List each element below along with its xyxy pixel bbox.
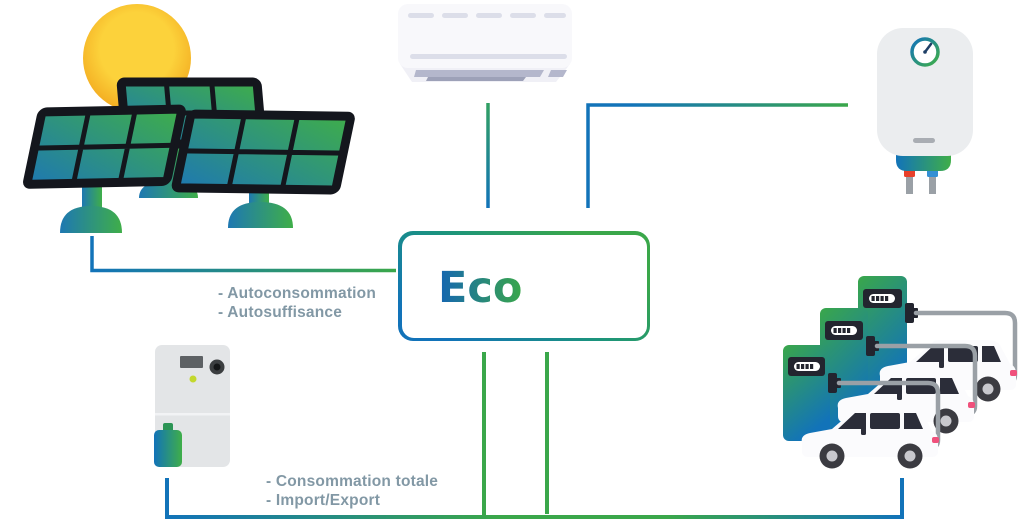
meter-led bbox=[189, 375, 197, 383]
eco-hub-title-art: Eco bbox=[438, 263, 522, 313]
bottom-bus-line bbox=[165, 478, 904, 519]
water-heater-icon bbox=[877, 28, 973, 194]
legend-line-import-export: - Import/Export bbox=[266, 491, 381, 509]
electric-meter-icon bbox=[154, 345, 230, 467]
connection-lines bbox=[90, 103, 904, 519]
eco-hub-box-inner: Eco bbox=[401, 234, 647, 338]
legend-line-autosuffisance: - Autosuffisance bbox=[218, 303, 343, 321]
solar-panels-icon bbox=[23, 4, 355, 233]
legend-line-autoconsommation: - Autoconsommation bbox=[218, 285, 377, 302]
air-conditioner-icon bbox=[398, 4, 572, 82]
water-heater-to-hub-line bbox=[586, 103, 848, 208]
meter-display bbox=[180, 356, 203, 368]
legend-line-consommation-totale: - Consommation totale bbox=[266, 473, 439, 490]
eco-hub-title: Eco bbox=[438, 263, 522, 313]
battery-icon bbox=[154, 430, 182, 467]
consumption-legend: - Consommation totale - Import/Export bbox=[266, 473, 438, 510]
production-legend: - Autoconsommation - Autosuffisance bbox=[218, 285, 376, 322]
solar-to-hub-line bbox=[90, 236, 396, 273]
ev-charging-icon bbox=[783, 276, 1018, 469]
eco-hub-box: Eco bbox=[398, 231, 650, 341]
